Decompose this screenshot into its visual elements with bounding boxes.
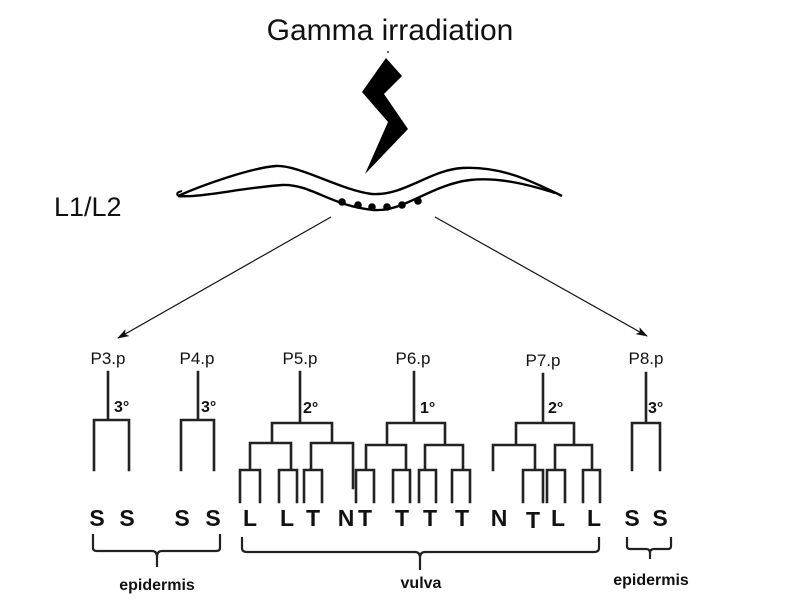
- diagram-title: Gamma irradiation: [267, 14, 514, 47]
- cell-name: P8.p: [629, 349, 664, 368]
- lightning-bolt-icon: [362, 58, 408, 174]
- cell-name: P6.p: [396, 349, 431, 368]
- brace-epidermis-right: [625, 537, 673, 559]
- cell-fate: 3°: [114, 399, 129, 416]
- cell-name: P4.p: [180, 349, 215, 368]
- arrow-left: [117, 216, 332, 339]
- cell-lineage-p6p: P6.p 1° T T T T: [354, 349, 472, 531]
- outcome-letter: S: [624, 505, 639, 531]
- brace-vulva: [240, 537, 601, 570]
- cell-fate: 3°: [648, 400, 663, 417]
- outcome-letter: N: [491, 505, 508, 531]
- outcome-letter: T: [526, 507, 540, 533]
- cell-fate: 2°: [548, 400, 563, 417]
- outcome-letter: N: [338, 505, 355, 531]
- outcome-letter: S: [119, 505, 134, 531]
- cell-name: P3.p: [91, 349, 126, 368]
- group-label-vulva: vulva: [401, 575, 442, 592]
- cell-lineage-p5p: P5.p 2° L L T N: [238, 349, 355, 531]
- group-label-epidermis: epidermis: [119, 577, 195, 594]
- outcome-letter: T: [455, 505, 469, 531]
- cell-name: P5.p: [283, 349, 318, 368]
- cell-lineage-p3p: P3.p 3° S S: [89, 349, 134, 531]
- cell-fate: 3°: [201, 399, 216, 416]
- outcome-letter: L: [243, 505, 257, 531]
- worm-larva-icon: [176, 164, 563, 212]
- cell-fate: 1°: [420, 400, 435, 417]
- outcome-letter: T: [395, 505, 409, 531]
- stage-label: L1/L2: [54, 192, 122, 222]
- cell-lineage-p7p: P7.p 2° N T L L: [491, 351, 602, 533]
- cell-lineage-p4p: P4.p 3° S S: [174, 349, 220, 531]
- cell-fate: 2°: [303, 400, 318, 417]
- outcome-letter: L: [551, 505, 565, 531]
- cell-lineage-p8p: P8.p 3° S S: [624, 349, 667, 531]
- group-label-epidermis: epidermis: [613, 572, 689, 589]
- outcome-letter: T: [358, 505, 372, 531]
- arrow-right: [434, 216, 648, 337]
- outcome-letter: L: [280, 505, 294, 531]
- outcome-letter: S: [205, 505, 220, 531]
- outcome-letter: L: [587, 505, 601, 531]
- outcome-letter: S: [89, 505, 104, 531]
- outcome-letter: T: [306, 505, 320, 531]
- cell-name: P7.p: [526, 351, 561, 370]
- brace-epidermis-left: [91, 534, 222, 567]
- outcome-letter: T: [423, 505, 437, 531]
- title-dot: [387, 51, 389, 53]
- outcome-letter: S: [174, 505, 189, 531]
- outcome-letter: S: [652, 505, 667, 531]
